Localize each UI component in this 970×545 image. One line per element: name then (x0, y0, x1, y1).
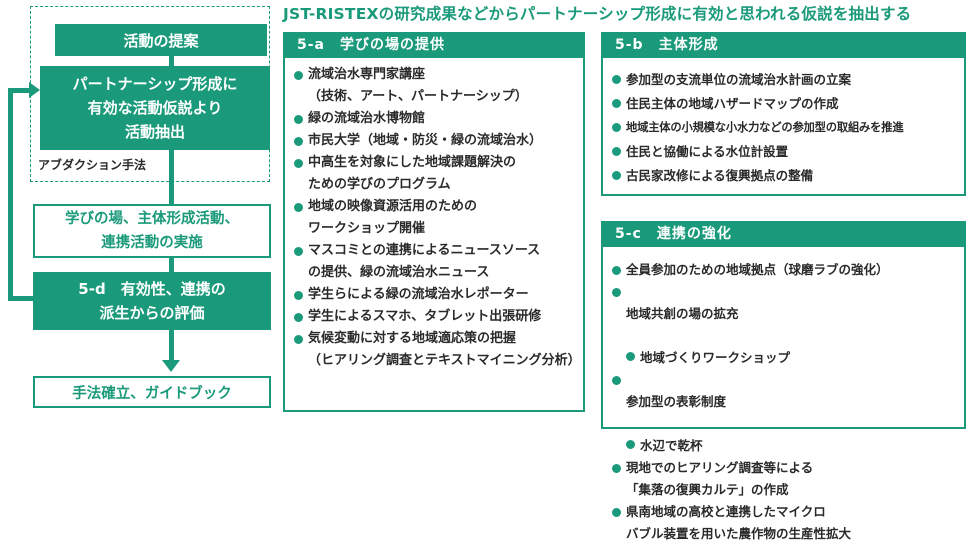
list-item: 参加型の表彰制度 水辺で乾杯 (611, 369, 960, 457)
panel-collaboration-list: 全員参加のための地域拠点（球磨ラブの強化） 地域共創の場の拡充 地域づくりワーク… (611, 259, 960, 545)
panel-learning-list: 流域治水専門家講座 （技術、アート、パートナーシップ） 緑の流域治水博物館 市民… (293, 64, 581, 372)
page-title: JST-RISTEXの研究成果などからパートナーシップ形成に有効と思われる仮説を… (283, 5, 912, 23)
hypothesis-box: パートナーシップ形成に 有効な活動仮説より 活動抽出 (40, 66, 270, 150)
connector-line (169, 150, 174, 204)
list-item-text: 地域共創の場の拡充 (626, 306, 739, 321)
abduction-label: アブダクション手法 (38, 158, 147, 172)
list-item: マスコミとの連携によるニュースソース の提供、緑の流域治水ニュース (293, 240, 579, 284)
list-item: 現地でのヒアリング調査等による 「集落の復興カルテ」の作成 (611, 457, 960, 501)
list-item: 地域の映像資源活用のための ワークショップ開催 (293, 196, 579, 240)
list-item: 学生によるスマホ、タブレット出張研修 (293, 306, 579, 328)
list-item: 気候変動に対する地域適応策の把握 （ヒアリング調査とテキストマイニング分析） (293, 328, 581, 372)
implementation-box: 学びの場、主体形成活動、 連携活動の実施 (33, 204, 271, 258)
list-item-text: 地域づくりワークショップ (640, 350, 791, 365)
guidebook-box: 手法確立、ガイドブック (33, 376, 271, 408)
panel-learning-heading: 5-a 学びの場の提供 (283, 32, 585, 58)
list-item: 参加型の支流単位の流域治水計画の立案 (611, 68, 960, 92)
list-item: 市民大学（地域・防災・緑の流域治水） (293, 130, 579, 152)
list-item: 住民と協働による水位計設置 (611, 140, 960, 164)
panel-agency: 5-b 主体形成 参加型の支流単位の流域治水計画の立案 住民主体の地域ハザードマ… (601, 32, 966, 196)
list-item: 流域治水専門家講座 （技術、アート、パートナーシップ） (293, 64, 579, 108)
list-item: 中高生を対象にした地域課題解決の ための学びのプログラム (293, 152, 579, 196)
feedback-line (8, 296, 33, 301)
panel-collaboration-heading: 5-c 連携の強化 (601, 221, 966, 247)
feedback-line (8, 88, 30, 93)
bullet-icon (626, 440, 635, 449)
list-item: 住民主体の地域ハザードマップの作成 (611, 92, 960, 116)
connector-line (169, 258, 174, 272)
connector-line (169, 56, 174, 66)
right-arrow-icon (29, 82, 40, 98)
proposal-box: 活動の提案 (55, 24, 267, 56)
list-item-text: 参加型の表彰制度 (626, 394, 727, 409)
down-arrow-icon (162, 360, 180, 372)
list-item-text: 水辺で乾杯 (640, 438, 703, 453)
bullet-icon (626, 352, 635, 361)
list-item: 古民家改修による復興拠点の整備 (611, 164, 960, 188)
evaluation-box: 5-d 有効性、連携の 派生からの評価 (33, 272, 271, 330)
list-item: 学生らによる緑の流域治水レポーター (293, 284, 579, 306)
list-item: 地域主体の小規模な小水力などの参加型の取組みを推進 (611, 116, 960, 140)
panel-agency-list: 参加型の支流単位の流域治水計画の立案 住民主体の地域ハザードマップの作成 地域主… (611, 68, 960, 188)
panel-agency-heading: 5-b 主体形成 (601, 32, 966, 58)
panel-learning: 5-a 学びの場の提供 流域治水専門家講座 （技術、アート、パートナーシップ） … (283, 32, 585, 412)
feedback-line (8, 88, 13, 301)
list-item: 地域共創の場の拡充 地域づくりワークショップ (611, 281, 960, 369)
list-item: 県南地域の高校と連携したマイクロ バブル装置を用いた農作物の生産性拡大 (611, 501, 960, 545)
list-item: 全員参加のための地域拠点（球磨ラブの強化） (611, 259, 960, 281)
connector-line (169, 330, 174, 362)
panel-collaboration: 5-c 連携の強化 全員参加のための地域拠点（球磨ラブの強化） 地域共創の場の拡… (601, 221, 966, 541)
list-item: 緑の流域治水博物館 (293, 108, 579, 130)
